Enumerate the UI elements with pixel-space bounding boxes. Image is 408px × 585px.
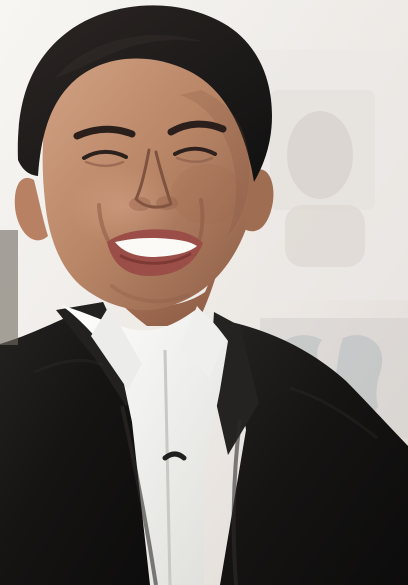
right-under-eye [175, 156, 214, 163]
jacket-highlight-left [34, 359, 104, 374]
face-shadow-right [180, 90, 250, 237]
right-eyebrow [167, 120, 227, 136]
nostril-left [129, 197, 151, 211]
shirt-collar-right [180, 306, 225, 378]
nostril-right [156, 196, 178, 210]
right-eye [173, 146, 217, 156]
jacket-seam-right [231, 419, 242, 585]
hair-highlight [55, 34, 204, 78]
jacket-highlight-right [289, 386, 378, 440]
background-face-silhouette [287, 111, 353, 199]
lower-lip-shadow [119, 252, 192, 265]
right-ear [244, 169, 274, 232]
cheek-shadow-right [171, 164, 243, 224]
left-under-eye [84, 160, 125, 167]
shirt-under-layer [162, 451, 187, 461]
left-eye [82, 149, 128, 160]
background-shoulders [285, 205, 365, 267]
jacket-seam-left [120, 405, 158, 585]
shirt-collar-left [91, 306, 142, 390]
chin-shadow [110, 284, 190, 304]
left-eyebrow [73, 125, 136, 140]
shirt-placket [163, 349, 172, 585]
nose [134, 148, 173, 209]
left-ear [14, 177, 48, 241]
teeth [115, 238, 197, 257]
jacket-right [220, 322, 408, 585]
cheek-glow-left [67, 166, 179, 246]
hair [17, 5, 273, 182]
background-edge-strip [0, 230, 18, 345]
shirt [61, 305, 228, 585]
neck [86, 248, 224, 326]
